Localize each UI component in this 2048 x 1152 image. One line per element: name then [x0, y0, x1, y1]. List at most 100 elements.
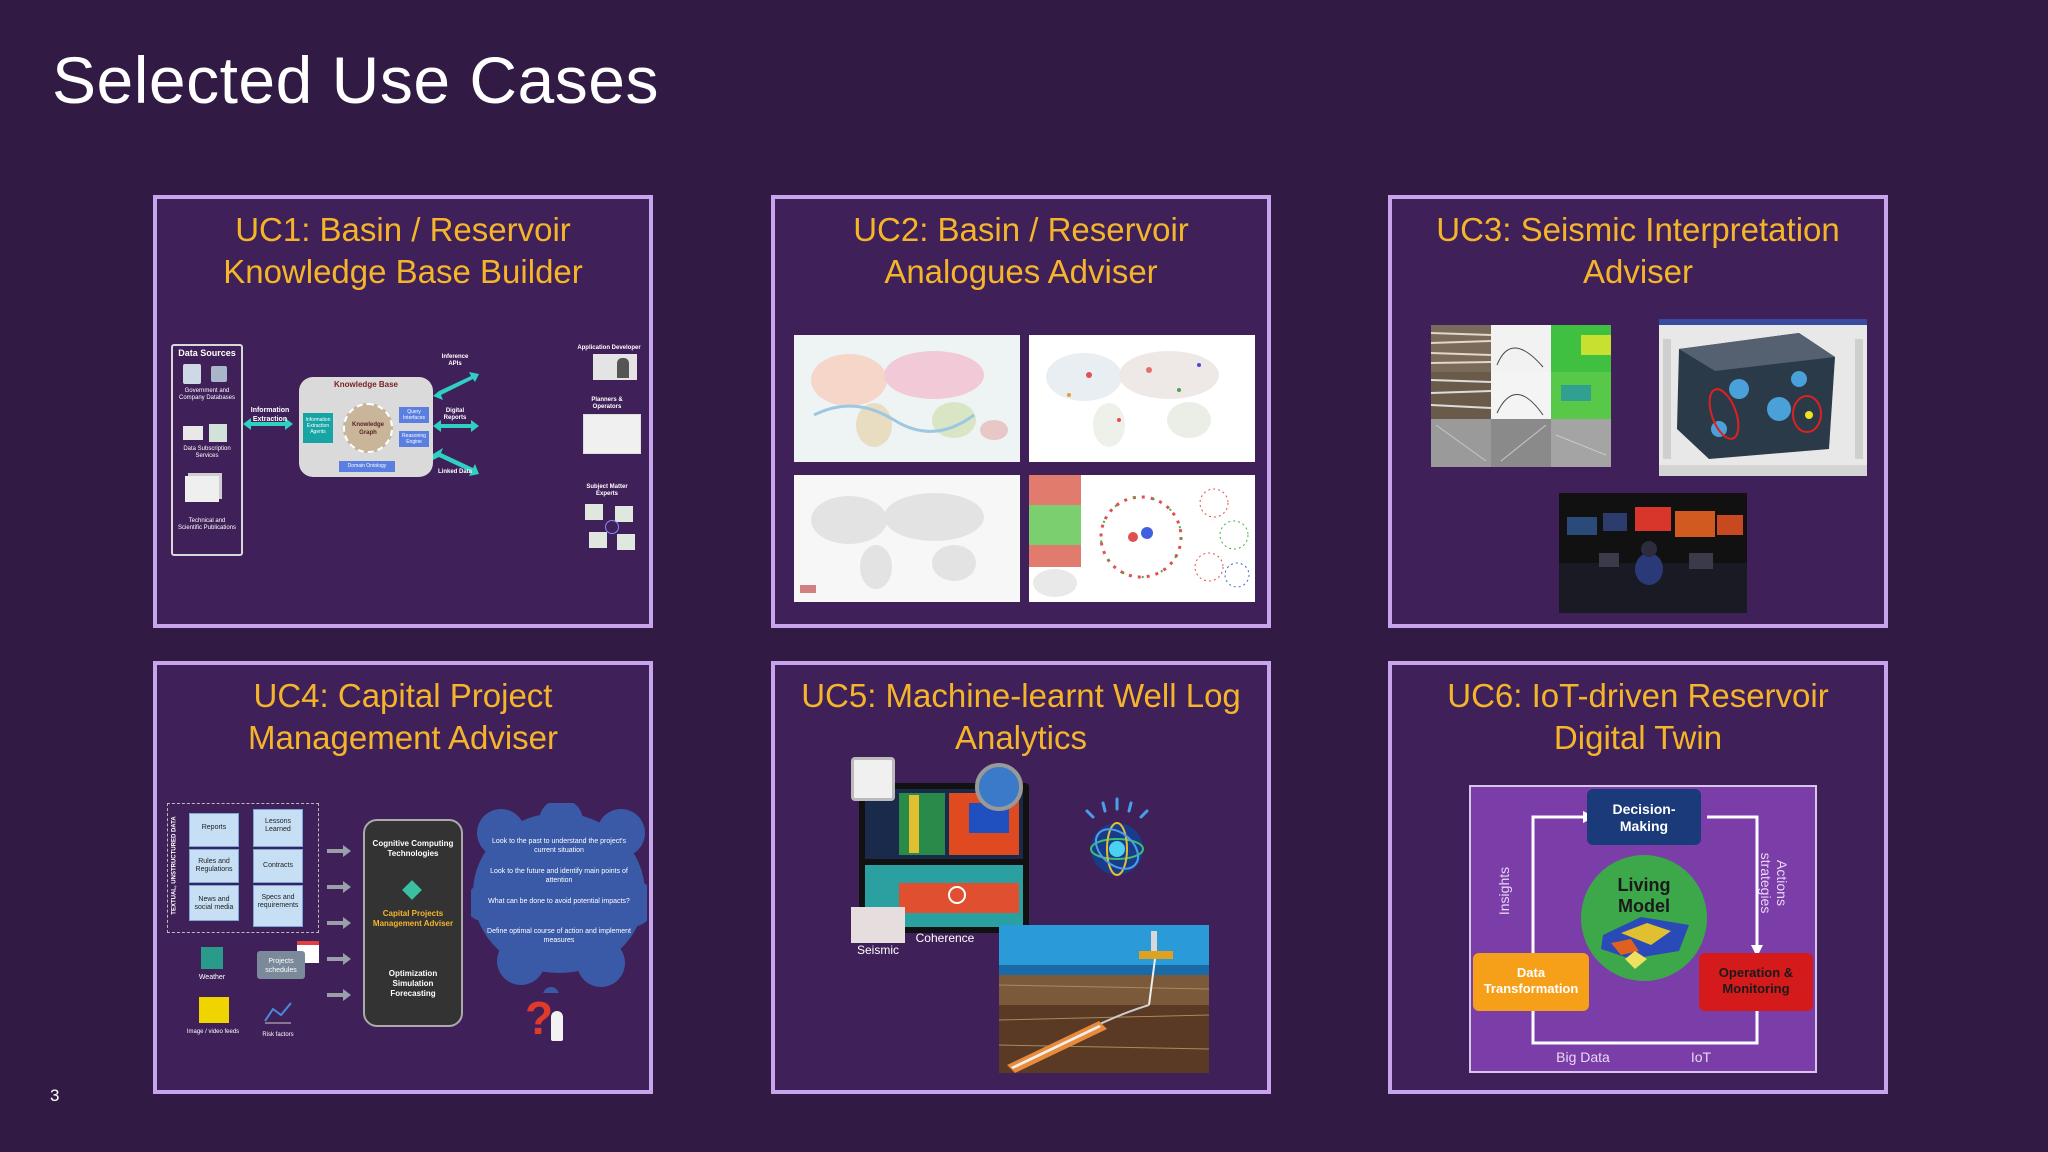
seismic-sections-image [1430, 325, 1611, 467]
sme-label: Subject Matter Experts [586, 484, 628, 497]
use-case-card-uc3[interactable]: UC3: Seismic Interpretation Adviser [1388, 195, 1888, 628]
query-interfaces-label: Query Interfaces [403, 409, 425, 421]
app-developer-label: Application Developer [577, 345, 641, 351]
document-icon [209, 424, 227, 442]
knowledge-graph-circle: Knowledge Graph [343, 403, 393, 453]
planners-photo [583, 414, 641, 454]
decision-making-box[interactable]: Decision-Making [1587, 789, 1701, 845]
database-icon [183, 364, 201, 384]
cognitive-label: Cognitive Computing Technologies [372, 839, 454, 858]
big-data-label: Big Data [1556, 1049, 1610, 1065]
cloud-text-3: What can be done to avoid potential impa… [488, 898, 630, 905]
card-title: UC1: Basin / Reservoir Knowledge Base Bu… [223, 211, 583, 290]
iot-label: IoT [1690, 1049, 1712, 1065]
reports-label: Reports [201, 824, 227, 831]
risk-label: Risk factors [262, 1032, 294, 1038]
data-transformation-box[interactable]: Data Transformation [1473, 953, 1589, 1011]
reports-card: Reports [189, 813, 239, 847]
developer-photo [593, 354, 637, 380]
decision-making-label: Decision-Making [1612, 801, 1676, 834]
technical-label: Technical and Scientific Publications [177, 518, 237, 531]
knowledge-base-diagram: Data Sources Government and Company Data… [171, 344, 641, 569]
extraction-agents-box: Information Extraction Agents [303, 413, 333, 443]
operation-monitoring-label: Operation & Monitoring [1718, 965, 1794, 996]
rules-label: Rules and Regulations [195, 858, 233, 873]
image-feeds-label: Image / video feeds [186, 1029, 240, 1035]
inference-apis-label: Inference APIs [441, 354, 469, 367]
query-interfaces-box: Query Interfaces [399, 407, 429, 423]
lessons-card: Lessons Learned [253, 809, 303, 847]
schedules-box: Projects schedules [257, 951, 305, 979]
use-case-card-uc6[interactable]: UC6: IoT-driven Reservoir Digital Twin D… [1388, 661, 1888, 1094]
actions-label: Actions strategies [1758, 852, 1790, 914]
planners-label: Planners & Operators [591, 397, 623, 410]
living-model-label: Living Model [1617, 875, 1671, 916]
ibm-watson-globe-icon [1085, 797, 1149, 876]
card-title: UC5: Machine-learnt Well Log Analytics [801, 677, 1241, 756]
rules-card: Rules and Regulations [189, 849, 239, 883]
domain-ontology-label: Domain Ontology [347, 463, 387, 469]
seismic-3d-volume-image [1659, 319, 1867, 476]
digital-reports-label: Digital Reports [443, 408, 467, 421]
subscription-label: Data Subscription Services [183, 446, 231, 459]
analogues-network-panel [1029, 475, 1255, 602]
person-figure [551, 1011, 563, 1041]
use-case-card-uc5[interactable]: UC5: Machine-learnt Well Log Analytics S… [771, 661, 1271, 1094]
specs-label: Specs and requirements [257, 894, 299, 909]
card-title: UC6: IoT-driven Reservoir Digital Twin [1447, 677, 1829, 756]
cloud-text-1: Look to the past to understand the proje… [491, 838, 627, 854]
diagram-arrows [243, 372, 479, 476]
weather-icon [201, 947, 223, 969]
project-adviser-diagram: TEXTUAL, UNSTRUCTURED DATA Reports Lesso… [167, 803, 647, 1053]
cloud-text-4: Define optimal course of action and impl… [487, 928, 631, 944]
sparkle-icon [402, 880, 422, 900]
publication-icon [185, 476, 219, 502]
card-title: UC2: Basin / Reservoir Analogues Adviser [853, 211, 1189, 290]
slide-title: Selected Use Cases [52, 43, 659, 117]
flow-arrows [327, 845, 351, 1001]
sme-photo [585, 504, 639, 552]
schedules-label: Projects schedules [265, 958, 297, 974]
domain-ontology-box: Domain Ontology [339, 461, 395, 472]
living-model-circle: Living Model [1581, 855, 1707, 981]
slide-number: 3 [50, 1086, 60, 1105]
cloud-text-2: Look to the future and identify main poi… [490, 868, 628, 884]
card-title: UC3: Seismic Interpretation Adviser [1436, 211, 1840, 290]
use-case-card-uc2[interactable]: UC2: Basin / Reservoir Analogues Adviser [771, 195, 1271, 628]
knowledge-graph-label: Knowledge Graph [351, 422, 384, 436]
data-sources-label: Data Sources [178, 348, 236, 358]
analogues-map-2 [1029, 335, 1255, 462]
adviser-core-box: Cognitive Computing Technologies Capital… [363, 819, 463, 1027]
linked-data-label: Linked Data [437, 469, 472, 475]
interpretation-room-photo [1559, 493, 1747, 613]
analogues-map-1 [794, 335, 1020, 462]
insights-label: Insights [1496, 866, 1512, 916]
knowledge-base-label: Knowledge Base [333, 380, 398, 389]
document-icon [183, 426, 203, 440]
unstructured-data-label: TEXTUAL, UNSTRUCTURED DATA [171, 816, 178, 915]
seismic-thumbnail [851, 907, 905, 943]
card-title: UC4: Capital Project Management Adviser [247, 677, 558, 756]
adviser-label: Capital Projects Management Adviser [372, 909, 454, 928]
magnifier-icon [975, 763, 1023, 811]
reservoir-model-icon [1601, 917, 1689, 969]
lessons-label: Lessons Learned [264, 818, 292, 833]
reasoning-engine-label: Reasoning Engine [402, 433, 426, 445]
use-case-card-uc4[interactable]: UC4: Capital Project Management Adviser … [153, 661, 653, 1094]
news-label: News and social media [194, 896, 234, 911]
operation-monitoring-box[interactable]: Operation & Monitoring [1699, 953, 1813, 1011]
data-transformation-label: Data Transformation [1483, 965, 1579, 996]
thought-cloud [471, 803, 647, 993]
use-case-card-uc1[interactable]: UC1: Basin / Reservoir Knowledge Base Bu… [153, 195, 653, 628]
info-extraction-label: Information Extraction [250, 407, 290, 423]
govt-db-label: Government and Company Databases [178, 388, 236, 401]
camera-icon [199, 997, 229, 1023]
contracts-card: Contracts [253, 849, 303, 883]
contracts-label: Contracts [263, 862, 293, 869]
coherence-label: Coherence [915, 931, 975, 945]
seismic-label: Seismic [856, 943, 899, 957]
question-figure-icon: ? [525, 992, 554, 1044]
risk-chart-icon [264, 1002, 292, 1024]
knowledge-base-box: Knowledge Base Information Extraction Ag… [299, 377, 433, 477]
extraction-agents-label: Information Extraction Agents [305, 417, 331, 435]
